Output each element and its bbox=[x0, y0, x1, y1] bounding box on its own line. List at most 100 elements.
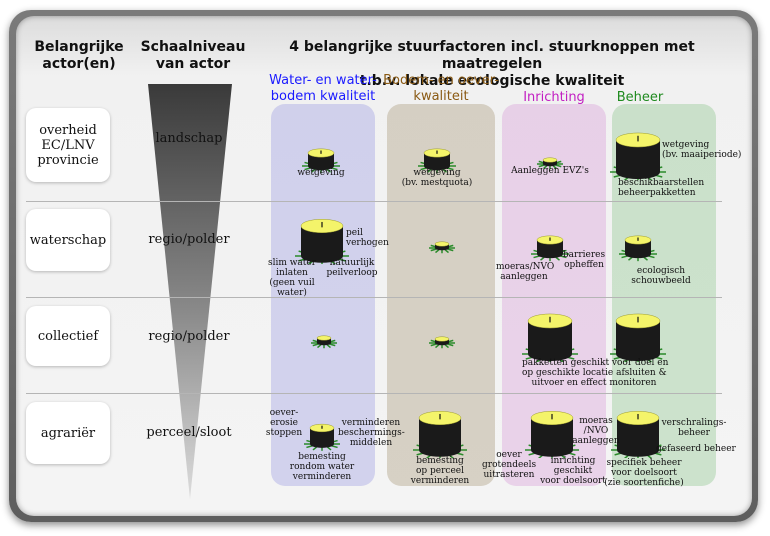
annotation-line: wetgeving bbox=[413, 168, 461, 178]
knob-cylinder bbox=[295, 219, 349, 264]
actor-line: provincie bbox=[37, 152, 99, 168]
annotation-line: (zie soortenfiche) bbox=[604, 478, 684, 488]
annotation-line: beschermings- bbox=[338, 428, 405, 438]
annotation-line: verminderen bbox=[410, 476, 470, 486]
annotation-line: wetgeving bbox=[662, 140, 710, 150]
actor-box-waterschap: waterschap bbox=[26, 209, 110, 271]
annotation-line: rondom water bbox=[289, 462, 355, 472]
title-line2: t.b.v. lokale ecologische kwaliteit bbox=[359, 73, 625, 89]
annotation-line: natuurlijk bbox=[329, 258, 375, 268]
annotation-line: voor doelsoort bbox=[540, 476, 606, 486]
annotation-line: (bv. maaiperiode) bbox=[662, 150, 742, 160]
knob-cylinder bbox=[525, 411, 579, 458]
knob-cylinder bbox=[429, 336, 455, 349]
annotation-line: op geschikte locatie afsluiten & bbox=[522, 368, 667, 378]
actor-box-agrarier: agrariër bbox=[26, 402, 110, 464]
annotation-line: schouwbeeld bbox=[631, 276, 691, 286]
actor-line: overheid bbox=[39, 122, 97, 138]
knob-cylinder bbox=[522, 313, 578, 362]
annotation-line: oever bbox=[496, 450, 522, 460]
row-separator bbox=[26, 297, 722, 298]
annotation-line: slim water bbox=[267, 258, 317, 268]
row-separator bbox=[26, 201, 722, 202]
annotation-line: uitrasteren bbox=[483, 470, 535, 480]
knob-cylinder bbox=[302, 148, 340, 174]
actor-line: collectief bbox=[37, 328, 99, 344]
header-scale-line2: van actor bbox=[155, 56, 231, 72]
annotation-line: verhogen bbox=[346, 238, 389, 248]
actor-box-overheid: overheid EC/LNV provincie bbox=[26, 108, 110, 182]
column-label-inrichting-line1: Inrichting bbox=[523, 90, 585, 105]
knob-cylinder bbox=[531, 235, 569, 262]
annotation-line: gefaseerd beheer bbox=[656, 444, 736, 454]
knob-cylinder bbox=[610, 313, 666, 362]
page-title: 4 belangrijke stuurfactoren incl. stuurk… bbox=[262, 39, 722, 90]
knob-cylinder bbox=[311, 335, 337, 349]
title-line1: 4 belangrijke stuurfactoren incl. stuurk… bbox=[289, 39, 695, 72]
actor-line: agrariër bbox=[40, 425, 96, 441]
annotation-line: opheffen bbox=[564, 260, 604, 270]
annotation-line: verminderen bbox=[292, 472, 352, 482]
knob-cylinder bbox=[304, 423, 340, 451]
annotation-line: bemesting bbox=[416, 456, 464, 466]
knob-cylinder bbox=[610, 132, 666, 180]
annotation-line: peil bbox=[346, 228, 363, 238]
annotation-line: oever- bbox=[269, 408, 299, 418]
knob-cylinder bbox=[611, 411, 665, 458]
annotation-line: pakketten geschikt voor doel en bbox=[522, 358, 669, 368]
column-label-bodem: Bodem- en oever- kwaliteit bbox=[380, 73, 502, 105]
header-scale: Schaalniveau van actor bbox=[138, 39, 248, 73]
scale-funnel bbox=[148, 84, 232, 499]
scale-level-landschap: landschap bbox=[155, 131, 223, 146]
annotation-line: erosie bbox=[270, 418, 298, 428]
header-actor-line1: Belangrijke bbox=[34, 39, 124, 55]
annotation-line: geschikt bbox=[553, 466, 593, 476]
annotation-line: stoppen bbox=[265, 428, 303, 438]
header-actor: Belangrijke actor(en) bbox=[30, 39, 128, 73]
annotation-verschralingsbeheer: verschralings-beheer bbox=[660, 418, 728, 438]
annotation-line: aanleggen bbox=[572, 436, 620, 446]
header-scale-line1: Schaalniveau bbox=[140, 39, 246, 55]
column-label-water: Water- en water- bodem kwaliteit bbox=[265, 73, 381, 105]
annotation-wetgeving-mestquota: wetgeving(bv. mestquota) bbox=[392, 168, 482, 188]
annotation-line: uitvoer en effect monitoren bbox=[531, 378, 657, 388]
actor-line: EC/LNV bbox=[41, 137, 95, 153]
annotation-line: beheerpakketten bbox=[618, 188, 696, 198]
annotation-line: moeras/NVO bbox=[496, 262, 555, 272]
header-actor-line2: actor(en) bbox=[42, 56, 116, 72]
knob-cylinder bbox=[619, 235, 657, 262]
row-separator bbox=[26, 393, 722, 394]
knob-cylinder bbox=[413, 411, 467, 458]
knob-cylinder bbox=[429, 241, 455, 254]
annotation-line: verschralings- bbox=[661, 418, 727, 428]
annotation-line: (bv. mestquota) bbox=[401, 178, 473, 188]
column-label-bodem-line2: kwaliteit bbox=[413, 89, 469, 104]
annotation-line: specifiek beheer bbox=[606, 458, 682, 468]
annotation-line: grotendeels bbox=[482, 460, 537, 470]
annotation-line: (geen vuil bbox=[269, 278, 315, 288]
annotation-line: Aanleggen EVZ's bbox=[511, 166, 589, 176]
annotation-line: middelen bbox=[349, 438, 393, 448]
annotation-line: water) bbox=[277, 288, 307, 298]
annotation-line: inlaten bbox=[276, 268, 308, 278]
annotation-line: moeras bbox=[579, 416, 613, 426]
annotation-gefaseerd-beheer: gefaseerd beheer bbox=[656, 444, 736, 454]
annotation-wetgeving-maaiperiode: wetgeving(bv. maaiperiode) bbox=[662, 140, 741, 160]
knob-cylinder bbox=[537, 157, 563, 170]
scale-level-regio-polder: regio/polder bbox=[148, 329, 230, 344]
annotation-line: ecologisch bbox=[636, 266, 686, 276]
annotation-line: peilverloop bbox=[326, 268, 378, 278]
annotation-line: op perceel bbox=[415, 466, 464, 476]
annotation-line: verminderen bbox=[341, 418, 401, 428]
annotation-line: aanleggen bbox=[500, 272, 548, 282]
